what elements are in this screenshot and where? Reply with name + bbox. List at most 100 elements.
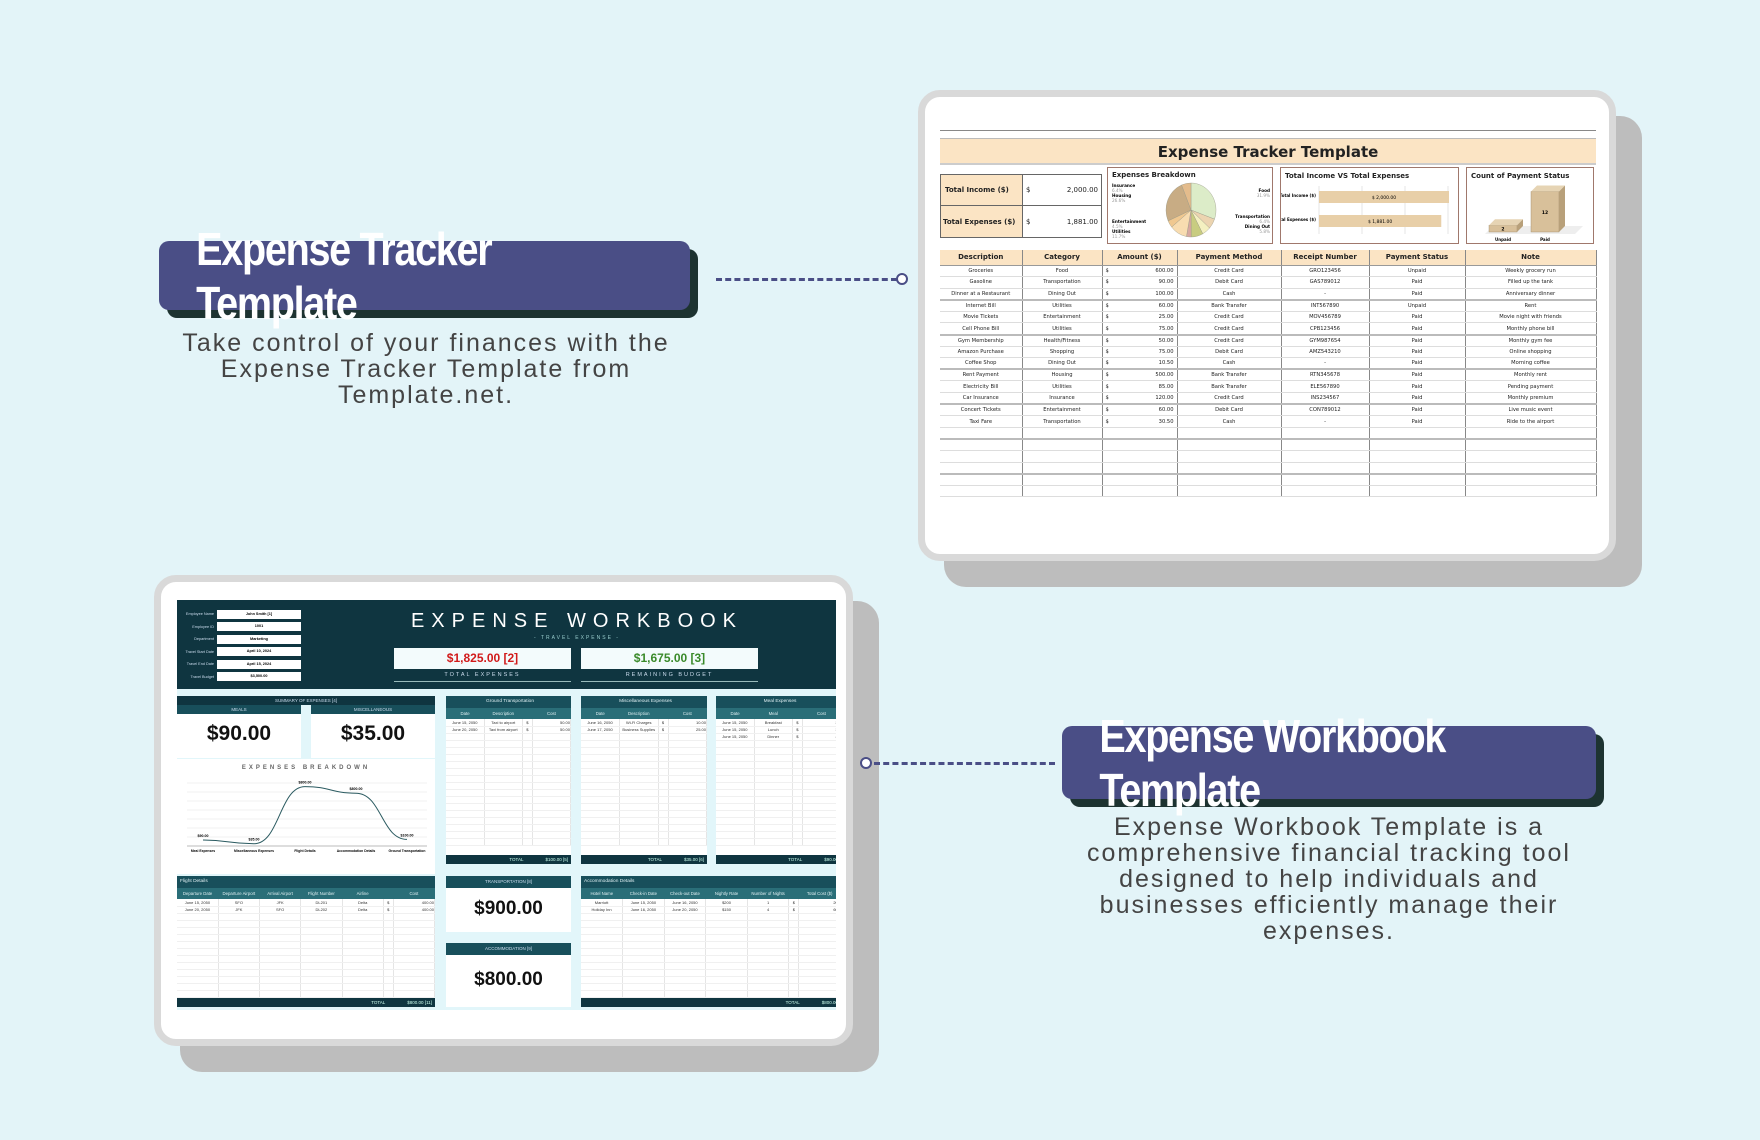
empty-row [446, 838, 572, 846]
cell [754, 796, 793, 804]
empty-row [581, 948, 836, 956]
cell [619, 803, 659, 811]
column-header: Cost [668, 708, 707, 719]
cell [446, 838, 485, 846]
cell [177, 983, 219, 991]
empty-cell [1022, 427, 1103, 440]
cell [798, 962, 836, 970]
amount-cell: $60.00 [1102, 299, 1178, 312]
transportation-card: TRANSPORTATION [8] $900.00 [446, 876, 571, 932]
field-value[interactable]: April 10, 2024 [217, 647, 301, 657]
currency: $ [1105, 314, 1109, 321]
section-title: Accommodation Details [581, 876, 836, 888]
cell [622, 983, 665, 991]
cell: SFO [259, 906, 302, 914]
field-value[interactable]: April 15, 2024 [217, 659, 301, 669]
cell [218, 948, 261, 956]
amount-value: 500.00 [1155, 372, 1174, 379]
cell [705, 913, 748, 921]
cell [747, 927, 790, 935]
empty-row [581, 768, 707, 776]
amount-cell: $500.00 [1102, 369, 1178, 382]
amount-wrap: $120.00 [1106, 395, 1174, 401]
cell [446, 810, 485, 818]
empty-row [446, 754, 572, 762]
cell [522, 810, 533, 818]
workbook-title: EXPENSE WORKBOOK [410, 610, 744, 632]
payment-status-title: Count of Payment Status [1471, 172, 1570, 180]
field-value[interactable]: John Smith [1] [217, 609, 301, 619]
cell [532, 838, 572, 846]
field-value[interactable]: 1001 [217, 622, 301, 632]
field-value[interactable]: $3,500.00 [217, 672, 301, 682]
cell [705, 983, 748, 991]
currency: $ [1105, 360, 1109, 367]
cell [393, 976, 436, 984]
amount-wrap: $600.00 [1106, 268, 1174, 274]
cell [716, 810, 755, 818]
cell: DL202 [300, 906, 343, 914]
cell [342, 913, 384, 921]
miscellaneous-label: MISCELLANEOUS [311, 705, 435, 714]
cell [619, 817, 659, 825]
cell [259, 962, 302, 970]
cell [792, 824, 803, 832]
empty-row [446, 733, 572, 741]
cell [446, 775, 485, 783]
cell [664, 983, 707, 991]
cell [619, 796, 659, 804]
total-value: $90.00 [824, 857, 836, 862]
cell [622, 934, 665, 942]
cell: June 16, 2050 [622, 906, 665, 914]
cell [484, 761, 523, 769]
cell: DL201 [300, 899, 343, 907]
column-header: Departure Airport [218, 888, 260, 899]
cell: $ [658, 719, 669, 727]
cell [664, 920, 707, 928]
cell [802, 796, 836, 804]
column-header [522, 708, 533, 719]
cell [581, 948, 624, 956]
cell [668, 824, 707, 832]
cell [300, 927, 343, 935]
column-header [658, 708, 668, 719]
cell [446, 789, 485, 797]
empty-row [940, 450, 1597, 463]
empty-row [177, 983, 436, 991]
pie-percent: 5.8% [1259, 229, 1270, 234]
cell: June 15, 2050 [716, 719, 755, 727]
cell [581, 817, 620, 825]
total-income-row: Total Income ($) $ 2,000.00 [941, 175, 1101, 206]
cell [484, 775, 523, 783]
column-header: Departure Date [177, 888, 219, 899]
x-tick-label: Miscellaneous Expenses [234, 849, 274, 853]
cell [658, 782, 669, 790]
category-cell: Entertainment [1022, 404, 1103, 417]
cell [300, 962, 343, 970]
cell [798, 920, 836, 928]
x-tick-label: Ground Transportation [389, 849, 426, 853]
cell [342, 955, 384, 963]
cell [383, 920, 394, 928]
cell [754, 838, 793, 846]
cell [619, 831, 659, 839]
empty-row [581, 810, 707, 818]
description-cell: Gasoline [940, 276, 1023, 289]
cell [792, 803, 803, 811]
cell [716, 775, 755, 783]
cell [788, 990, 800, 998]
amount-cell: $85.00 [1102, 380, 1178, 394]
pie-slice-insurance [1181, 182, 1192, 211]
receipt-number-cell: AMZ543210 [1281, 346, 1370, 359]
cell [622, 962, 665, 970]
field-value[interactable]: Marketing [217, 634, 301, 644]
receipt-number-cell: GAS789012 [1281, 276, 1370, 289]
cell [788, 934, 800, 942]
income-vs-expenses-chart-box: Total Income VS Total Expenses $ 2,000.0… [1280, 167, 1459, 244]
empty-row [716, 810, 836, 818]
